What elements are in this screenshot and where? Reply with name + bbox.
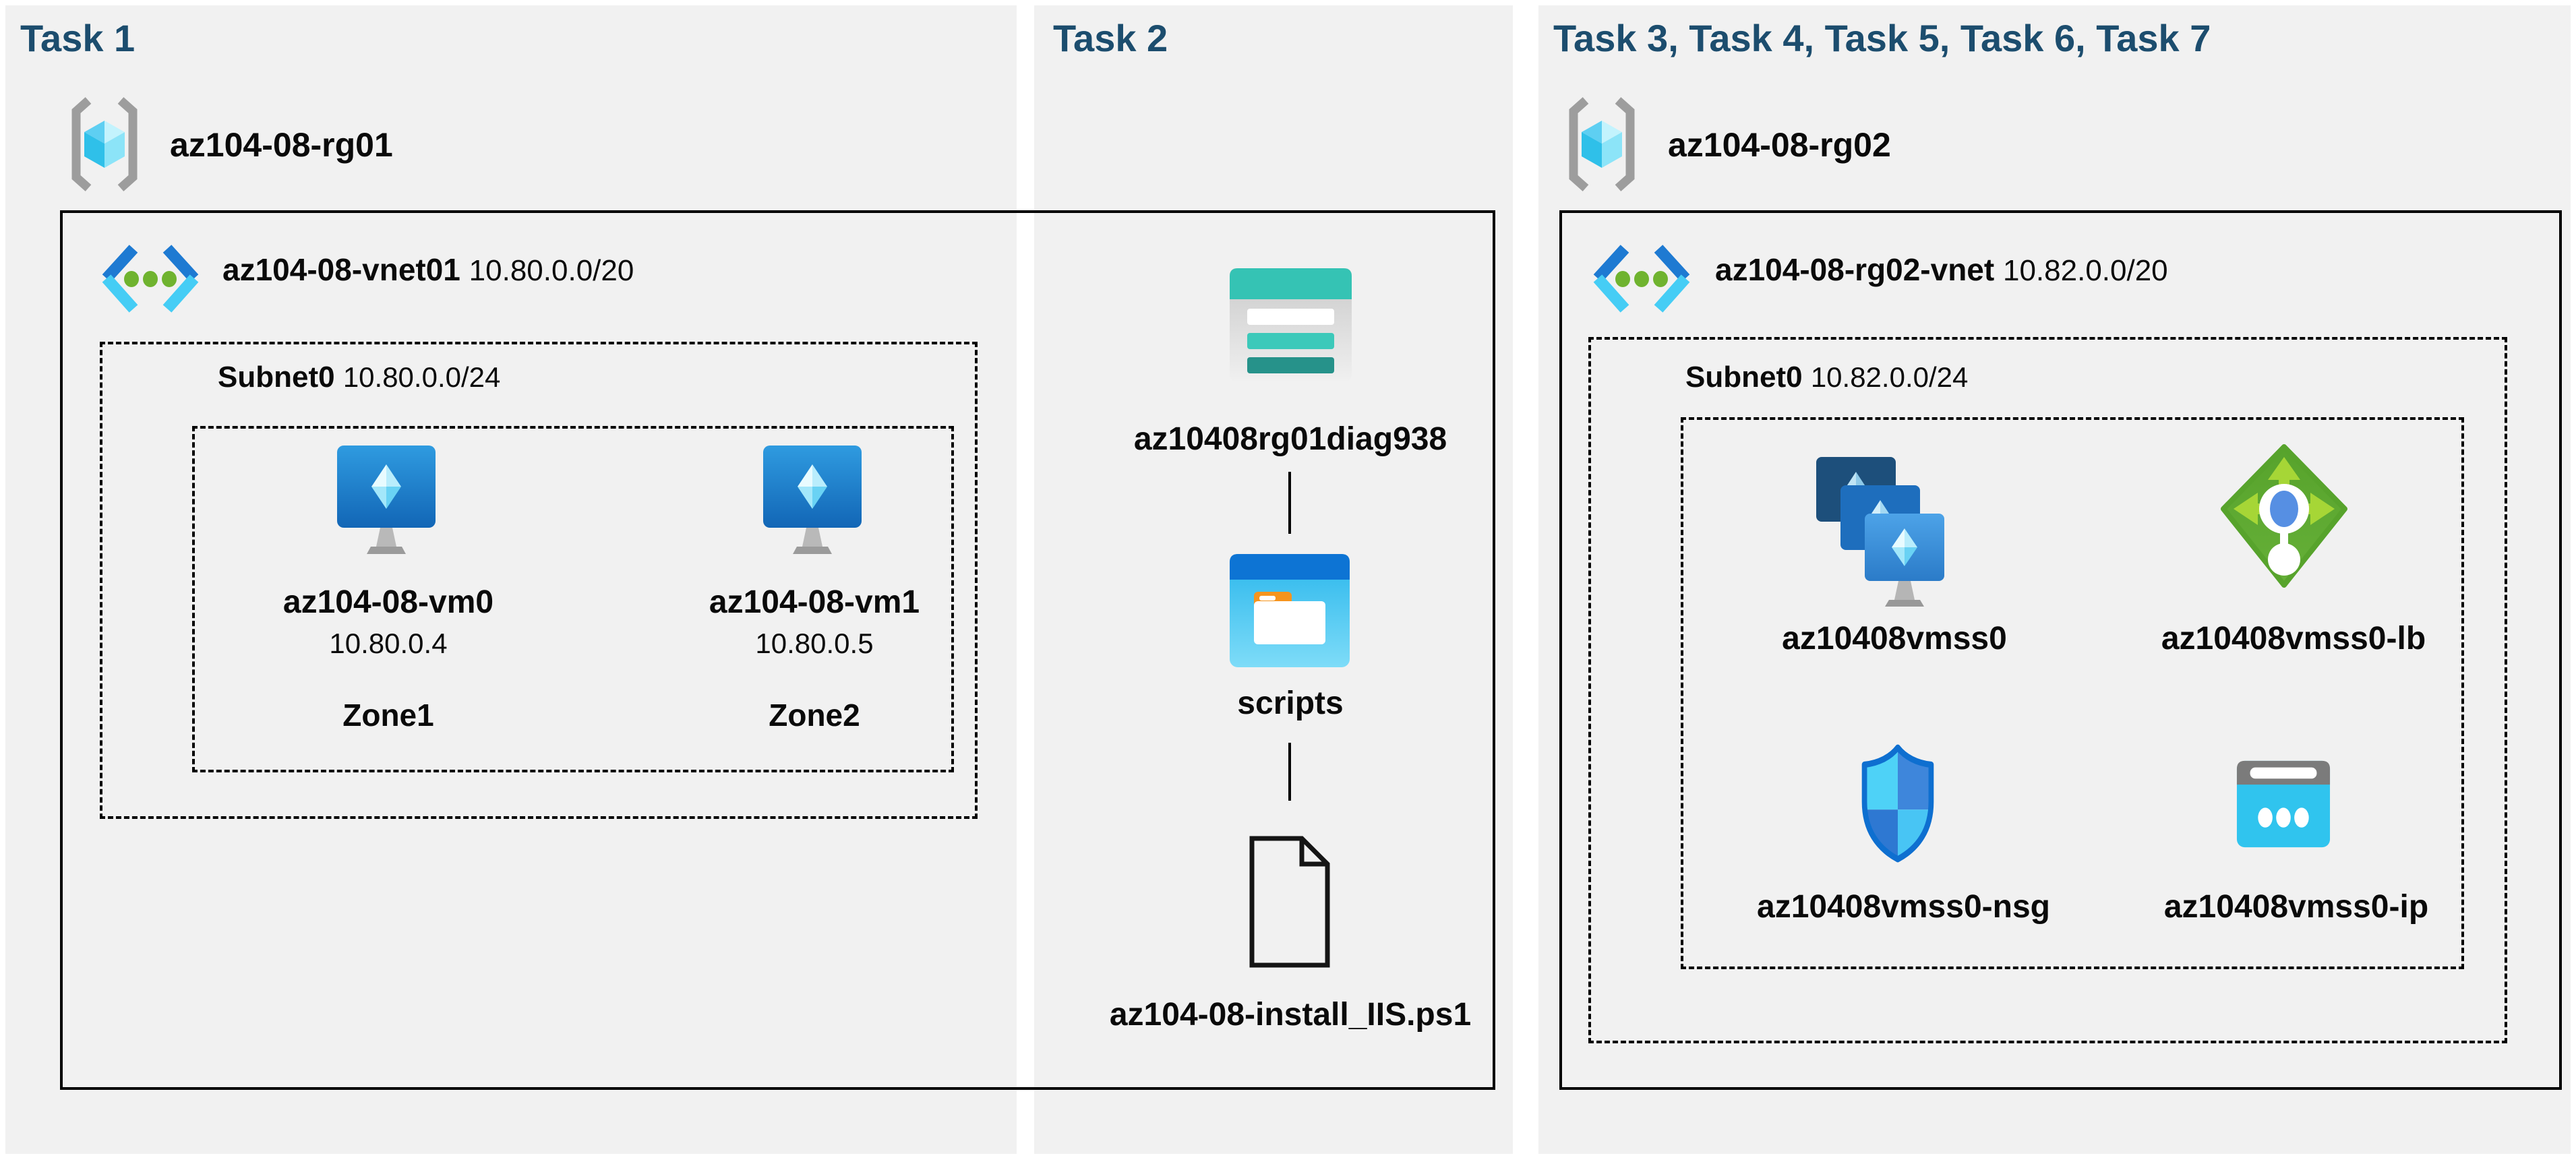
scripts-folder-name: scripts [1237, 685, 1344, 721]
vm-zone-box [192, 426, 954, 772]
public-ip-name: az10408vmss0-ip [2163, 889, 2429, 925]
task1-panel [5, 5, 1017, 1154]
vm1-name: az104-08-vm1 [709, 584, 920, 620]
storage-account-icon [1230, 268, 1352, 381]
task1-title: Task 1 [20, 17, 136, 59]
vmss-name: az10408vmss0 [1782, 621, 2007, 656]
vm0-zone: Zone1 [342, 698, 434, 733]
vnet1-cidr: 10.80.0.0/20 [469, 254, 634, 287]
virtual-machine-icon [337, 446, 436, 554]
subnet3-box [1588, 337, 2507, 1043]
nsg-name: az10408vmss0-nsg [1757, 889, 2050, 925]
connector-scripts-file [1288, 743, 1291, 801]
subnet3-label: Subnet0 10.82.0.0/24 [1685, 359, 1968, 396]
virtual-machine-icon [763, 446, 862, 554]
subnet1-label: Subnet0 10.80.0.0/24 [218, 359, 500, 396]
script-file-name: az104-08-install_IIS.ps1 [1109, 997, 1472, 1033]
vm1-zone: Zone2 [769, 698, 860, 733]
vm1-ip: 10.80.0.5 [755, 627, 874, 659]
public-ip-icon [2236, 760, 2331, 848]
connector-storage-scripts [1288, 472, 1291, 534]
resource-group-name: az104-08-rg01 [170, 126, 393, 164]
vnet3-boundary-box [1559, 210, 2562, 1090]
vnet1-boundary-box [60, 210, 1495, 1090]
subnet3-name: Subnet0 [1685, 361, 1803, 394]
subnet1-box [100, 342, 978, 819]
subnet3-cidr: 10.82.0.0/24 [1810, 361, 1969, 393]
vnet1-label: az104-08-vnet01 10.80.0.0/20 [222, 251, 634, 290]
vnet3-label: az104-08-rg02-vnet 10.82.0.0/20 [1715, 251, 2168, 290]
resource-group-name: az104-08-rg02 [1668, 126, 1891, 164]
resource-group-icon [71, 97, 138, 191]
virtual-network-icon [1593, 245, 1690, 313]
vm0-ip: 10.80.0.4 [329, 627, 448, 659]
load-balancer-name: az10408vmss0-lb [2161, 621, 2426, 656]
vnet1-name: az104-08-vnet01 [222, 252, 460, 287]
script-file-icon [1249, 836, 1330, 968]
vnet3-name: az104-08-rg02-vnet [1715, 252, 1995, 287]
vm-scale-set-icon [1816, 457, 1944, 607]
task3-panel [1538, 5, 2571, 1154]
task2-title: Task 2 [1053, 17, 1168, 59]
vm0-name: az104-08-vm0 [282, 584, 494, 620]
subnet1-name: Subnet0 [218, 361, 335, 394]
network-security-group-icon [1861, 744, 1934, 863]
task3-title: Task 3, Task 4, Task 5, Task 6, Task 7 [1553, 17, 2211, 59]
storage-account-name: az10408rg01diag938 [1133, 421, 1447, 457]
resource-group-icon [1569, 97, 1635, 191]
load-balancer-icon [2221, 444, 2347, 588]
scripts-folder-icon [1230, 554, 1350, 667]
vnet3-cidr: 10.82.0.0/20 [2002, 254, 2168, 287]
subnet1-cidr: 10.80.0.0/24 [342, 361, 501, 393]
virtual-network-icon [102, 245, 199, 313]
vmss-resources-box [1681, 417, 2464, 969]
